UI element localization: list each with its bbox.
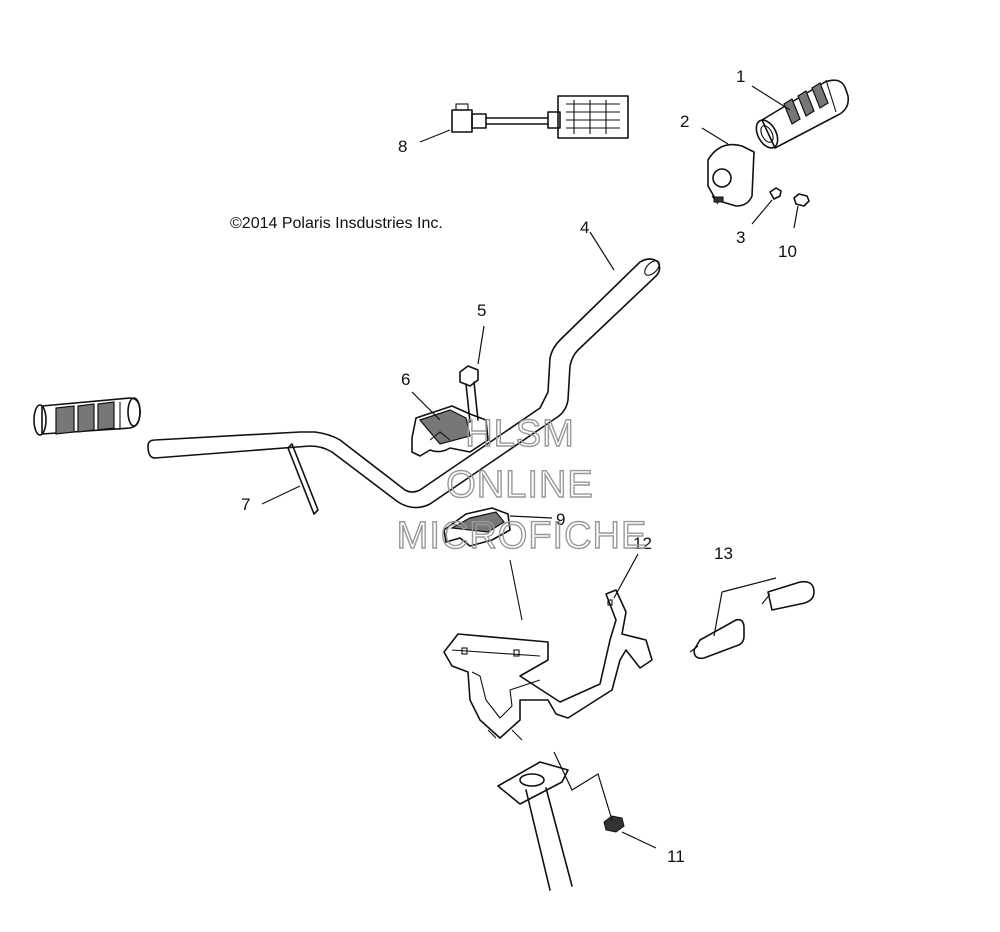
watermark-line-1: HLSM	[465, 413, 575, 455]
callout-10: 10	[778, 242, 797, 261]
callout-9: 9	[556, 510, 565, 529]
handlebar[interactable]	[147, 258, 662, 509]
callout-12: 12	[633, 534, 652, 553]
callout-labels: 1 2 3 4 5 6 7 8 9 10 11 12 13	[241, 67, 797, 866]
heater-connector[interactable]	[451, 95, 629, 139]
watermark: HLSM ONLINE MICROFICHE	[396, 412, 648, 557]
leader-lines	[261, 85, 799, 849]
left-grip[interactable]	[33, 397, 141, 436]
watermark-line-3: MICROFICHE	[397, 515, 648, 557]
lower-clamp[interactable]	[443, 507, 511, 547]
cable-tie[interactable]	[287, 443, 319, 515]
callout-7: 7	[241, 495, 250, 514]
nut[interactable]	[793, 193, 810, 207]
mounting-bracket[interactable]	[443, 589, 653, 741]
steering-post[interactable]	[497, 559, 573, 891]
copyright-text: ©2014 Polaris Insdustries Inc.	[230, 215, 443, 232]
upper-clamp[interactable]	[411, 405, 489, 457]
screw[interactable]	[769, 187, 782, 200]
callout-1: 1	[736, 67, 745, 86]
callout-11: 11	[667, 847, 685, 866]
callout-4: 4	[580, 218, 589, 237]
right-grip[interactable]	[752, 79, 850, 151]
post-nut[interactable]	[603, 815, 625, 833]
callout-8: 8	[398, 137, 407, 156]
callout-2: 2	[680, 112, 689, 131]
callout-3: 3	[736, 228, 745, 247]
throttle-housing[interactable]	[707, 143, 755, 207]
clamp-bolt[interactable]	[459, 365, 479, 423]
grip-heater[interactable]	[689, 580, 815, 660]
watermark-line-2: ONLINE	[446, 464, 593, 506]
callout-6: 6	[401, 370, 410, 389]
callout-5: 5	[477, 301, 486, 320]
callout-13: 13	[714, 544, 733, 563]
